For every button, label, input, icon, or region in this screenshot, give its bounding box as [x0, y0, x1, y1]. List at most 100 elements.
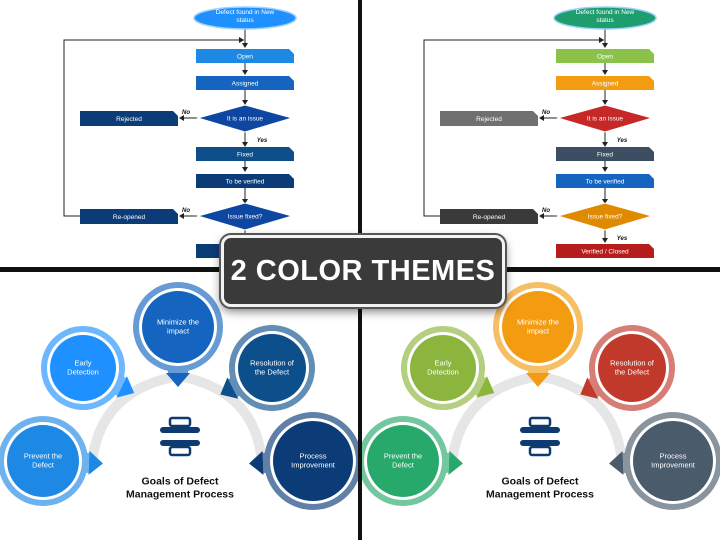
fixed-label: Fixed [237, 152, 253, 159]
fixed-node [556, 147, 654, 161]
early-circle [50, 335, 116, 401]
prevent-circle [7, 425, 79, 497]
no-label: No [182, 208, 190, 214]
link-top-bar [520, 427, 560, 433]
minimize-chevron [166, 373, 190, 387]
open-label: Open [237, 54, 253, 61]
resolution-circle [238, 334, 306, 402]
reopened-node [440, 209, 538, 224]
broken-link-icon [160, 416, 200, 457]
closed-node [556, 244, 654, 258]
connector-line [63, 39, 244, 217]
open-label: Open [597, 54, 613, 61]
early-circle [410, 335, 476, 401]
arrow-head [242, 142, 248, 147]
early-chevron [476, 376, 495, 398]
reopened-node [80, 209, 178, 224]
connector-line [423, 39, 604, 217]
assigned-node [556, 76, 654, 90]
link-bottom-bar [520, 440, 560, 446]
process-chevron [249, 450, 264, 475]
open-node [556, 49, 654, 63]
verify-label: To be verified [226, 179, 265, 186]
banner-title: 2 COLOR THEMES [221, 235, 505, 307]
fixed-label: Fixed [597, 152, 613, 159]
verify-node [196, 174, 294, 188]
process-circle [633, 421, 713, 501]
link-top-loop [168, 416, 192, 428]
reopened-label: Re-opened [473, 214, 506, 221]
arrow-head [242, 100, 248, 105]
process-chevron [609, 450, 624, 475]
no-label: No [542, 110, 550, 116]
resolution-chevron [580, 377, 599, 399]
yes-label: Yes [617, 236, 628, 242]
minimize-circle [502, 291, 574, 363]
prevent-chevron [448, 450, 463, 475]
rejected-node [440, 111, 538, 126]
issue-fixed-label: Issue fixed? [228, 214, 263, 221]
issue-fixed-decision [556, 202, 654, 231]
arrow-head [602, 167, 608, 172]
arrow-head [602, 142, 608, 147]
arrow-head [242, 167, 248, 172]
start-node [193, 6, 297, 30]
rejected-node [80, 111, 178, 126]
assigned-label: Assigned [592, 81, 619, 88]
issue-label: It is an issue [587, 116, 624, 123]
open-node [196, 49, 294, 63]
closed-label: Verified / Closed [581, 249, 629, 256]
fixed-node [196, 147, 294, 161]
verify-node [556, 174, 654, 188]
no-label: No [542, 208, 550, 214]
arrow-head [539, 115, 544, 121]
arrow-head [179, 115, 184, 121]
prevent-circle [367, 425, 439, 497]
rejected-label: Rejected [476, 116, 502, 123]
start-node [553, 6, 657, 30]
arrow-head [602, 100, 608, 105]
link-bottom-loop [168, 445, 192, 457]
process-circle [273, 421, 353, 501]
resolution-chevron [220, 377, 239, 399]
arrow-head [602, 238, 608, 243]
arrow-head [599, 37, 604, 43]
issue-decision [556, 104, 654, 133]
verify-label: To be verified [586, 179, 625, 186]
link-top-bar [160, 427, 200, 433]
assigned-label: Assigned [232, 81, 259, 88]
issue-label: It is an issue [227, 116, 264, 123]
issue-fixed-label: Issue fixed? [588, 214, 623, 221]
yes-label: Yes [257, 138, 268, 144]
arrow-head [539, 213, 544, 219]
no-label: No [182, 110, 190, 116]
arrow-head [602, 70, 608, 75]
early-chevron [116, 376, 135, 398]
arrow-head [602, 43, 608, 48]
arrow-head [239, 37, 244, 43]
resolution-circle [598, 334, 666, 402]
link-bottom-bar [160, 440, 200, 446]
arrow-head [242, 199, 248, 204]
issue-decision [196, 104, 294, 133]
broken-link-icon [520, 416, 560, 457]
issue-fixed-decision [196, 202, 294, 231]
